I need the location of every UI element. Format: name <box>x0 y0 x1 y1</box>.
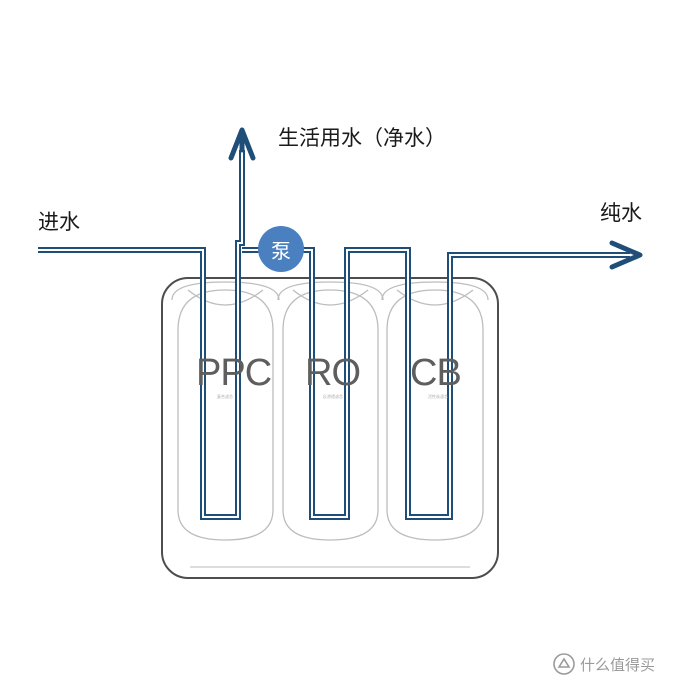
cartridge-ppc-subtitle: 复合滤芯 <box>217 394 233 399</box>
cartridge-cb-label: CB <box>410 352 462 394</box>
purifier-outline <box>161 277 499 579</box>
pump-badge: 泵 <box>258 226 304 272</box>
pipe-network <box>38 127 643 520</box>
cartridge-ppc-label: PPC <box>196 352 272 394</box>
watermark-logo-icon <box>553 653 575 675</box>
cartridge-ppc-shape <box>171 281 280 541</box>
pure-water-label: 纯水 <box>600 201 642 225</box>
cartridge-ro-subtitle: 反渗透滤芯 <box>323 394 343 399</box>
cartridge-ro-shape <box>277 281 384 541</box>
cartridge-cb-subtitle: 活性炭滤芯 <box>428 394 448 399</box>
cartridge-ro-label: RO <box>305 352 361 394</box>
purifier-body <box>161 277 499 579</box>
arrow-up-domestic <box>228 127 256 161</box>
watermark-text: 什么值得买 <box>580 655 656 674</box>
cartridge-cb-shape <box>381 281 489 541</box>
water-in-label: 进水 <box>38 210 80 234</box>
watermark: 什么值得买 <box>553 653 655 675</box>
domestic-water-label: 生活用水（净水） <box>278 126 446 150</box>
arrow-right-pure <box>609 240 643 270</box>
